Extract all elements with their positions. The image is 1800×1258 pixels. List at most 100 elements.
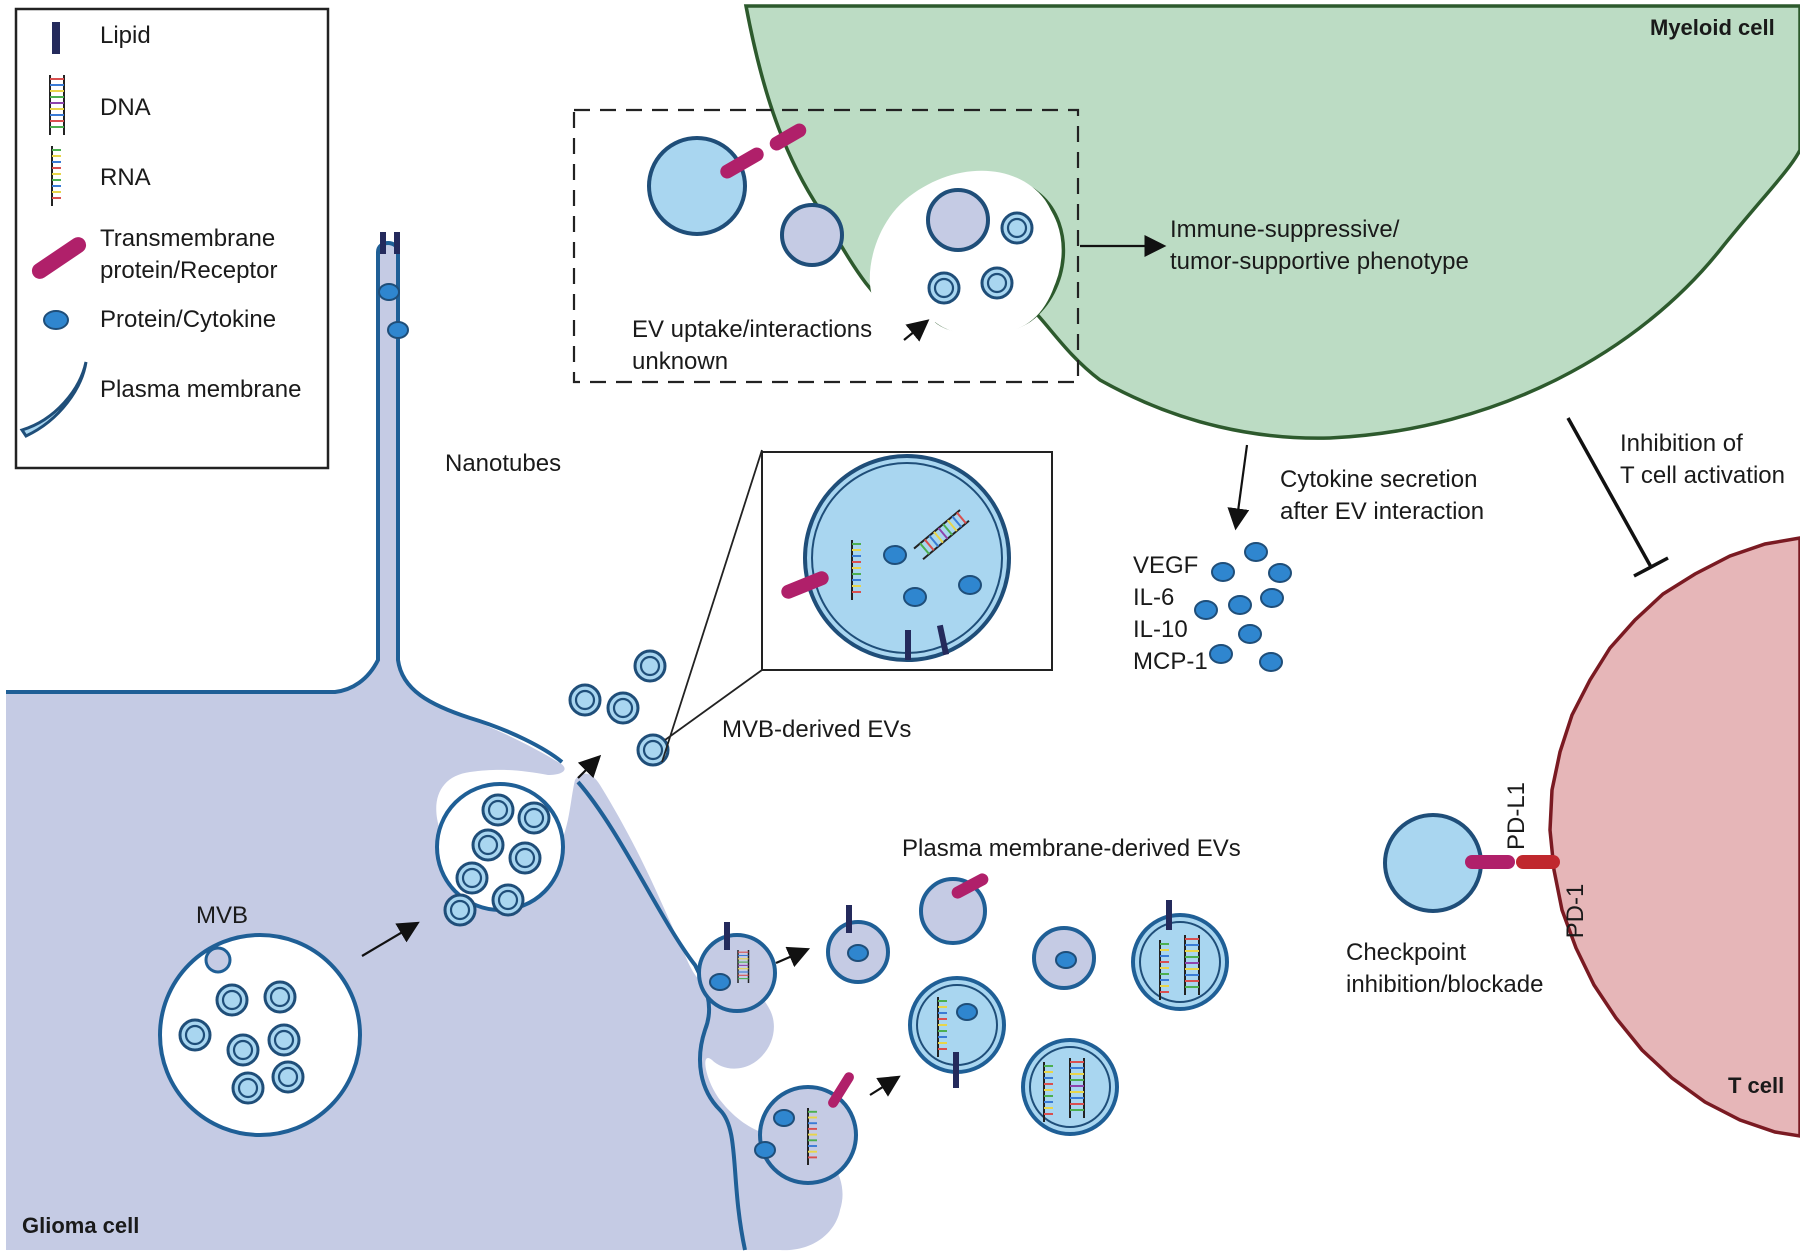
arrow-cytokine-secretion: [1227, 444, 1250, 531]
cytokine-secretion-label-1: Cytokine secretion: [1280, 466, 1478, 493]
nanotubes-label: Nanotubes: [445, 450, 562, 477]
pm-evs-label: Plasma membrane-derived EVs: [902, 835, 1241, 862]
ev: [271, 1060, 305, 1094]
mvb-ev: [633, 649, 667, 683]
uptake-ev-large: [647, 136, 764, 236]
ev: [517, 801, 551, 835]
ev: [481, 793, 515, 827]
budding-cytokine: [709, 973, 731, 991]
legend-dna-label: DNA: [100, 94, 151, 121]
uptake-receptor: [769, 123, 807, 151]
ev: [491, 883, 525, 917]
legend-rna-label: RNA: [100, 164, 151, 191]
zoom-cytokine: [883, 545, 907, 565]
inhibition-bar: [1633, 556, 1669, 578]
nanotube-cytokine: [378, 283, 400, 301]
myeloid-cell-label: Myeloid cell: [1650, 15, 1775, 40]
zoom-lipid: [905, 630, 911, 660]
pm-ev: [826, 905, 890, 984]
mvb-label: MVB: [196, 902, 249, 929]
arrow-bud-lower: [869, 1075, 901, 1097]
arrow-bud-upper: [775, 946, 811, 968]
pm-ev: [1131, 900, 1229, 1011]
inhibition-label-2: T cell activation: [1620, 462, 1785, 489]
legend-lipid-label: Lipid: [100, 22, 151, 49]
budding-cytokine: [754, 1141, 776, 1159]
zoom-lipid: [936, 624, 950, 656]
ev: [455, 861, 489, 895]
pd1-receptor: [1516, 855, 1560, 869]
secreted-cytokines: [1194, 542, 1292, 672]
arrow-mvb-to-pocket: [361, 921, 420, 957]
ev: [215, 983, 249, 1017]
pd1-label: PD-1: [1562, 883, 1589, 939]
cytokine-secretion-label-2: after EV interaction: [1280, 498, 1485, 525]
budding-receptor: [828, 1072, 854, 1108]
mvb-ev: [606, 691, 640, 725]
ev: [471, 828, 505, 862]
mvb-invagination: [204, 946, 232, 974]
cytokine-il10-label: IL-10: [1133, 616, 1188, 643]
cytokine-vegf-label: VEGF: [1133, 552, 1199, 579]
zoom-line: [664, 669, 763, 741]
lipid-icon: [52, 22, 60, 54]
immune-phenotype-label-2: tumor-supportive phenotype: [1170, 248, 1469, 275]
zoom-receptor: [781, 571, 829, 599]
pdl1-label: PD-L1: [1503, 781, 1530, 851]
glioma-membrane: [6, 241, 564, 764]
ev: [178, 1018, 212, 1052]
receptor-icon: [31, 237, 87, 279]
nanotube-lipid: [394, 232, 400, 254]
uptake-ev-inside: [926, 188, 990, 252]
budding-cytokine: [773, 1109, 795, 1127]
legend-receptor-label-1: Transmembrane: [100, 225, 276, 252]
tcell-body: [1548, 536, 1800, 1138]
ev: [263, 980, 297, 1014]
ev-uptake-label-2: unknown: [632, 348, 729, 375]
legend-receptor-label-2: protein/Receptor: [100, 257, 278, 284]
legend-cytokine-label: Protein/Cytokine: [100, 306, 277, 333]
pm-ev: [1032, 926, 1096, 990]
ev: [443, 893, 477, 927]
ev: [226, 1033, 260, 1067]
uptake-ev-medium: [780, 203, 844, 267]
mvb-evs-label: MVB-derived EVs: [722, 716, 912, 743]
arrow-pocket-to-evs: [577, 754, 602, 779]
zoom-ev: [803, 454, 1011, 662]
pm-ev: [919, 873, 989, 945]
mvb-ev: [568, 683, 602, 717]
immune-phenotype-label-1: Immune-suppressive/: [1170, 216, 1400, 243]
cytokine-il6-label: IL-6: [1133, 584, 1175, 611]
glioma-cell-label: Glioma cell: [22, 1213, 140, 1238]
legend-membrane-label: Plasma membrane: [100, 376, 302, 403]
uptake-ev-small: [1000, 211, 1034, 245]
uptake-ev-small: [927, 271, 961, 305]
zoom-cytokine: [958, 575, 982, 595]
budding-vesicle-upper: [697, 933, 777, 1013]
cytokine-mcp1-label: MCP-1: [1133, 648, 1208, 675]
checkpoint-label-1: Checkpoint: [1346, 939, 1467, 966]
inhibition-line: [1566, 417, 1653, 568]
checkpoint-label-2: inhibition/blockade: [1346, 971, 1544, 998]
budding-lipid: [724, 922, 730, 950]
ev-uptake-label-1: EV uptake/interactions: [632, 316, 873, 343]
mvb-ev: [636, 733, 670, 767]
mvb: [158, 933, 362, 1137]
nanotube-lipid: [380, 232, 386, 254]
arrow-uptake: [903, 319, 930, 342]
uptake-ev-small: [980, 266, 1014, 300]
inhibition-label-1: Inhibition of: [1620, 430, 1743, 457]
glioma-membrane-lower: [576, 780, 747, 1251]
tcell-label: T cell: [1728, 1073, 1785, 1098]
zoom-cytokine: [903, 587, 927, 607]
ev: [508, 841, 542, 875]
nanotube-cytokine: [387, 321, 409, 339]
cytokine-icon: [43, 310, 69, 330]
ev: [267, 1023, 301, 1057]
membrane-icon: [19, 361, 88, 438]
pm-ev: [1021, 1038, 1119, 1136]
pdl1-receptor: [1465, 855, 1515, 869]
pm-ev: [908, 976, 1006, 1088]
uptake-box: [572, 108, 1080, 384]
